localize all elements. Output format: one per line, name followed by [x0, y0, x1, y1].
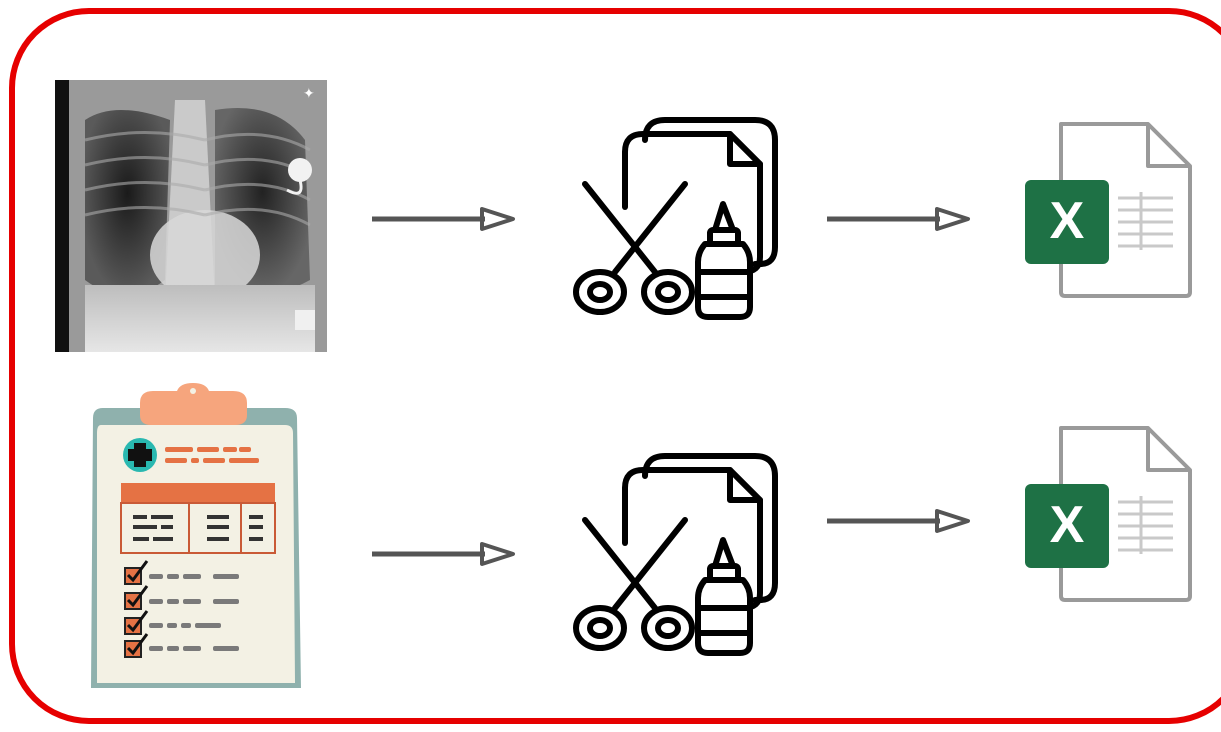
scissors-glue-icon [565, 448, 790, 663]
excel-letter: X [1050, 496, 1085, 554]
scissors-glue-icon [565, 112, 790, 327]
svg-text:✦: ✦ [303, 85, 315, 101]
title-fragment [470, 0, 730, 10]
arrow [370, 204, 520, 234]
medical-clipboard-icon [85, 383, 303, 688]
excel-file-icon: X [1023, 120, 1193, 300]
arrow [825, 506, 975, 536]
arrow [370, 539, 520, 569]
excel-file-icon: X [1023, 424, 1193, 604]
chest-xray-image: ✦ [55, 80, 327, 352]
excel-letter: X [1050, 192, 1085, 250]
arrow [825, 204, 975, 234]
